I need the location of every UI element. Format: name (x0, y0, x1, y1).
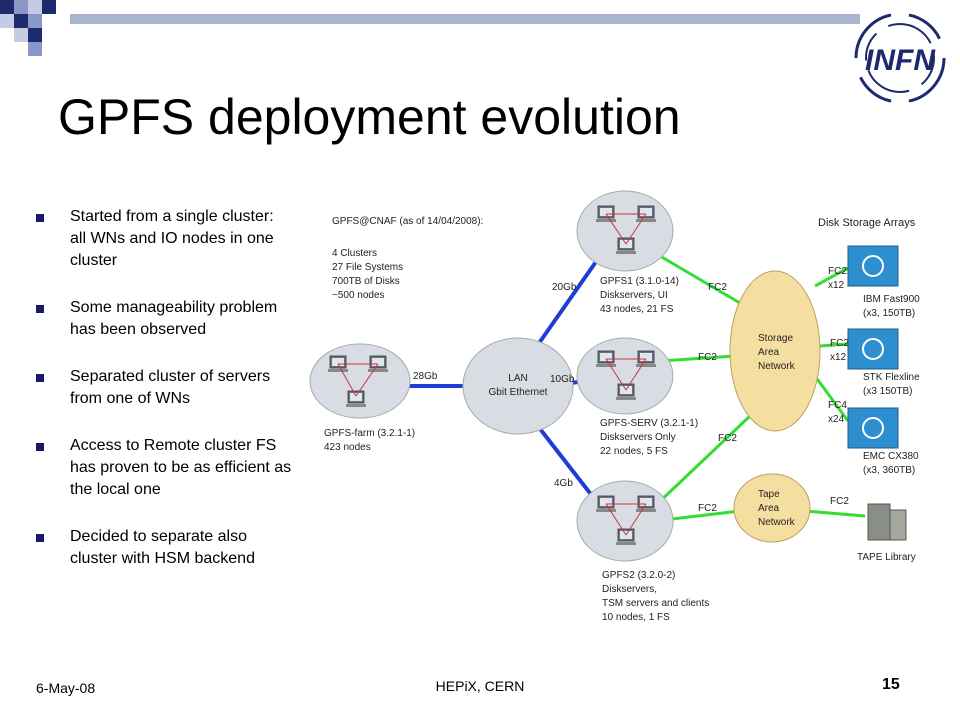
svg-text:700TB of Disks: 700TB of Disks (332, 276, 400, 287)
link-lan-gpfs2 (528, 414, 602, 508)
link-lan-gpfs1 (528, 254, 602, 358)
link-tan-tape (804, 509, 866, 518)
svg-text:27 File Systems: 27 File Systems (332, 262, 403, 273)
bullet-square-icon (36, 214, 44, 222)
svg-text:(x3, 150TB): (x3, 150TB) (863, 308, 915, 319)
svg-text:4 Clusters: 4 Clusters (332, 248, 377, 259)
svg-text:x24: x24 (828, 414, 845, 425)
ibm-disk-array-icon (847, 245, 899, 287)
gpfs2-cloud (576, 480, 674, 562)
disk-storage-header: Disk Storage Arrays (818, 217, 916, 229)
svg-text:FC2: FC2 (698, 503, 717, 514)
svg-text:Network: Network (758, 517, 796, 528)
svg-text:28Gb: 28Gb (413, 371, 438, 382)
storage-area-network-cloud (729, 270, 821, 432)
footer-center: HEPiX, CERN (435, 678, 525, 694)
bullet-item: Access to Remote cluster FS has proven t… (36, 435, 298, 501)
svg-text:Area: Area (758, 347, 780, 358)
gpfs-farm-cloud (309, 343, 411, 419)
bullet-square-icon (36, 374, 44, 382)
page-number: 15 (882, 676, 900, 693)
infn-logo: INFN (854, 12, 946, 104)
svg-text:Tape: Tape (758, 489, 780, 500)
svg-text:Storage: Storage (758, 333, 793, 344)
svg-text:Area: Area (758, 503, 780, 514)
svg-text:Network: Network (758, 361, 796, 372)
svg-text:Gbit Ethernet: Gbit Ethernet (489, 387, 548, 398)
lan-cloud (462, 337, 574, 435)
bullet-item: Started from a single cluster: all WNs a… (36, 206, 298, 272)
gpfs-network-diagram: GPFS@CNAF (as of 14/04/2008): 4 Clusters… (309, 190, 920, 623)
stk-disk-array-icon (847, 328, 899, 370)
svg-text:22 nodes, 5 FS: 22 nodes, 5 FS (600, 446, 668, 457)
svg-text:INFN: INFN (865, 44, 936, 77)
slide-title: GPFS deployment evolution (58, 89, 681, 145)
svg-text:IBM Fast900: IBM Fast900 (863, 294, 920, 305)
svg-text:GPFS2 (3.2.0-2): GPFS2 (3.2.0-2) (602, 570, 675, 581)
info-header: GPFS@CNAF (as of 14/04/2008): (332, 216, 483, 227)
svg-text:GPFS1 (3.1.0-14): GPFS1 (3.1.0-14) (600, 276, 679, 287)
tape-area-network-cloud (733, 473, 811, 543)
bullet-item: Decided to separate also cluster with HS… (36, 526, 298, 570)
link-serv-san (659, 354, 736, 363)
svg-text:GPFS-farm (3.2.1-1): GPFS-farm (3.2.1-1) (324, 428, 415, 439)
bullet-square-icon (36, 305, 44, 313)
bullet-list: Started from a single cluster: all WNs a… (36, 206, 298, 595)
svg-text:GPFS-SERV (3.2.1-1): GPFS-SERV (3.2.1-1) (600, 418, 698, 429)
link-gpfs1-san (659, 254, 746, 308)
svg-text:EMC CX380: EMC CX380 (863, 451, 919, 462)
svg-text:20Gb: 20Gb (552, 282, 577, 293)
svg-text:10 nodes, 1 FS: 10 nodes, 1 FS (602, 612, 670, 623)
svg-text:Diskservers, UI: Diskservers, UI (600, 290, 668, 301)
link-san-stk (819, 342, 849, 348)
bullet-square-icon (36, 443, 44, 451)
svg-text:FC2: FC2 (830, 496, 849, 507)
link-san-emc (813, 375, 850, 422)
svg-text:TAPE Library: TAPE Library (857, 552, 916, 563)
svg-text:Diskservers,: Diskservers, (602, 584, 657, 595)
gpfs1-cloud (576, 190, 674, 272)
svg-text:10Gb: 10Gb (550, 374, 575, 385)
svg-text:FC4: FC4 (828, 400, 847, 411)
svg-text:STK Flexline: STK Flexline (863, 372, 920, 383)
bullet-square-icon (36, 534, 44, 542)
svg-text:Diskservers Only: Diskservers Only (600, 432, 676, 443)
svg-text:423 nodes: 423 nodes (324, 442, 371, 453)
svg-text:FC2: FC2 (698, 352, 717, 363)
svg-text:x12: x12 (828, 280, 845, 291)
svg-text:(x3, 360TB): (x3, 360TB) (863, 465, 915, 476)
svg-text:FC2: FC2 (830, 338, 849, 349)
svg-text:x12: x12 (830, 352, 847, 363)
footer-date: 6-May-08 (36, 680, 96, 696)
svg-text:~500 nodes: ~500 nodes (332, 290, 385, 301)
tape-library-icon (867, 503, 907, 541)
emc-disk-array-icon (847, 407, 899, 449)
bullet-item: Separated cluster of servers from one of… (36, 366, 298, 410)
link-gpfs2-san (653, 414, 752, 508)
bullet-item: Some manageability problem has been obse… (36, 297, 298, 341)
svg-text:4Gb: 4Gb (554, 478, 573, 489)
svg-text:(x3 150TB): (x3 150TB) (863, 386, 912, 397)
svg-text:FC2: FC2 (828, 266, 847, 277)
svg-text:TSM servers and clients: TSM servers and clients (602, 598, 709, 609)
svg-text:LAN: LAN (508, 373, 527, 384)
header-decoration (0, 0, 860, 56)
svg-text:FC2: FC2 (708, 282, 727, 293)
gpfs-serv-cloud (576, 337, 674, 415)
svg-text:43 nodes, 21 FS: 43 nodes, 21 FS (600, 304, 674, 315)
link-san-ibm (814, 266, 849, 288)
svg-text:FC2: FC2 (718, 433, 737, 444)
